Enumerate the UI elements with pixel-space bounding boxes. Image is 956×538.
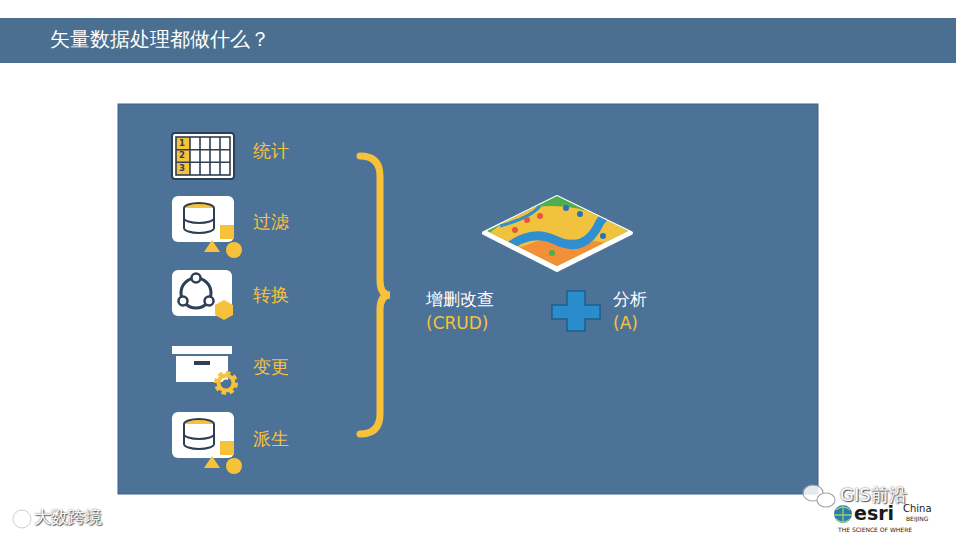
crud-label: 增删改查 <box>426 289 494 309</box>
derive-icon <box>172 412 242 474</box>
panel <box>118 104 818 494</box>
item-label: 过滤 <box>253 211 289 233</box>
row-number: 3 <box>179 163 185 173</box>
plus-sign <box>552 291 600 331</box>
logo-text: esri <box>854 502 894 525</box>
esri-globe <box>834 505 852 523</box>
row-number: 2 <box>179 150 185 160</box>
item-label: 转换 <box>253 284 289 306</box>
filter-icon <box>172 196 242 258</box>
logo-tagline: THE SCIENCE OF WHERE <box>838 526 912 533</box>
watermark-icon <box>13 510 31 528</box>
analysis-label: 分析 <box>613 289 647 309</box>
map-illustration <box>480 190 640 275</box>
title-bar <box>0 18 956 63</box>
analysis-abbr: (A) <box>613 313 638 333</box>
slide-title: 矢量数据处理都做什么？ <box>50 27 270 51</box>
logo-text: BEIJING <box>906 515 928 522</box>
item-label: 变更 <box>253 356 289 378</box>
transform-icon <box>172 270 233 320</box>
item-label: 派生 <box>253 428 289 450</box>
brace <box>360 156 390 434</box>
table-icon <box>172 133 234 179</box>
row-number: 1 <box>179 138 185 148</box>
logo-text: China <box>903 503 932 515</box>
change-icon <box>172 346 235 392</box>
item-label: 统计 <box>253 140 289 162</box>
watermark: 大数跨境 <box>34 507 102 527</box>
wechat-icon <box>803 485 835 507</box>
crud-abbr: (CRUD) <box>426 313 488 333</box>
